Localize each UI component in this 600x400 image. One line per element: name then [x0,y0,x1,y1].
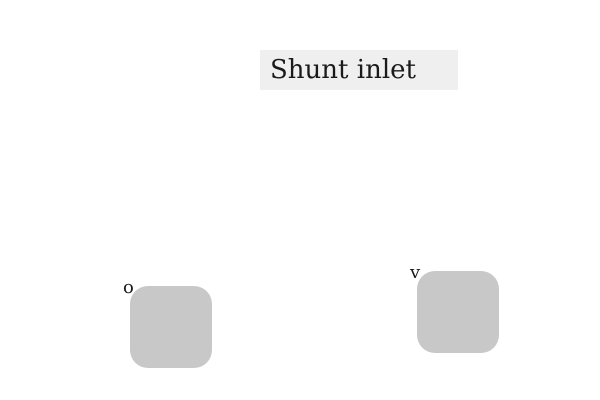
diagram-title: Shunt inlet [270,55,416,85]
node-v[interactable] [417,271,499,353]
title-box: Shunt inlet [260,50,458,90]
node-v-label: v [410,262,421,283]
node-o-label: o [123,277,134,298]
node-o[interactable] [130,286,212,368]
